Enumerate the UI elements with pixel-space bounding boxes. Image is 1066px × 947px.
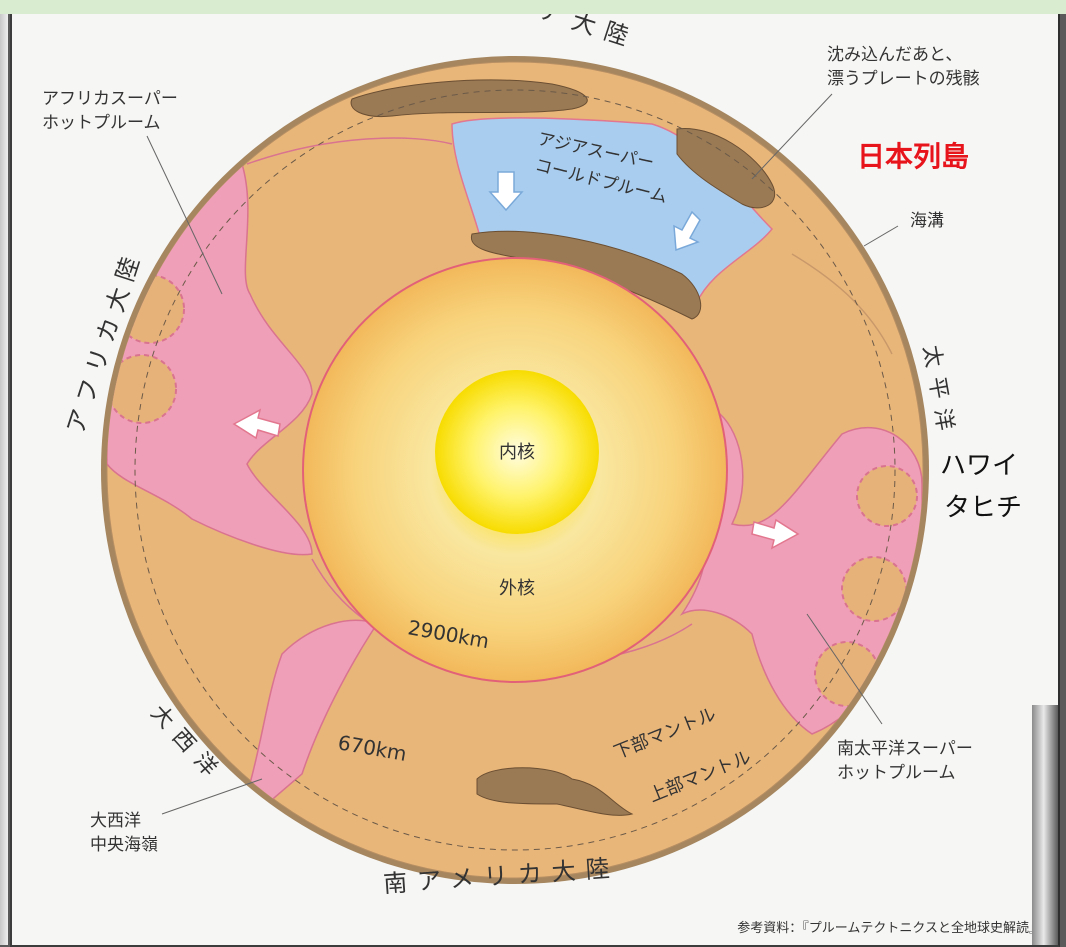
label-japan: 日本列島 xyxy=(857,140,969,173)
earth-diagram: ユーラシア大陸 アフリカ大陸 太平洋 大西洋 南アメリカ大陸 アフリカスーパー … xyxy=(42,14,1042,936)
atlantic-plume xyxy=(246,619,379,805)
label-remnant-1: 沈み込んだあと、 xyxy=(827,45,962,65)
plume-arrows xyxy=(232,171,800,550)
label-outer-core: 外核 xyxy=(499,578,535,599)
page-curl xyxy=(1032,705,1058,945)
label-ridge-2: 中央海嶺 xyxy=(90,835,158,855)
label-south-pacific-plume-1: 南太平洋スーパー xyxy=(837,739,973,759)
label-eurasia: ユーラシア大陸 xyxy=(407,14,642,54)
670km-boundary xyxy=(134,89,896,851)
label-tahiti: タヒチ xyxy=(944,493,1022,523)
label-ridge-1: 大西洋 xyxy=(90,811,141,831)
label-africa-plume-1: アフリカスーパー xyxy=(42,89,178,109)
plate-remnant-right xyxy=(676,127,776,209)
left-strip xyxy=(0,14,8,945)
label-africa-plume-2: ホットプルーム xyxy=(42,113,161,133)
inner-core xyxy=(435,370,599,534)
top-bar xyxy=(0,0,1066,14)
label-inner-core: 内核 xyxy=(499,442,535,463)
source-citation: 参考資料：『プルームテクトニクスと全地球史解読』 xyxy=(737,920,1042,936)
plate-remnant-top xyxy=(350,79,588,118)
label-hawaii: ハワイ xyxy=(940,451,1018,481)
label-south-pacific-plume-2: ホットプルーム xyxy=(837,763,956,783)
diagram-page: ユーラシア大陸 アフリカ大陸 太平洋 大西洋 南アメリカ大陸 アフリカスーパー … xyxy=(10,14,1060,947)
label-remnant-2: 漂うプレートの残骸 xyxy=(827,69,980,89)
label-trench: 海溝 xyxy=(910,211,944,231)
plate-remnant-bottom xyxy=(476,767,634,816)
